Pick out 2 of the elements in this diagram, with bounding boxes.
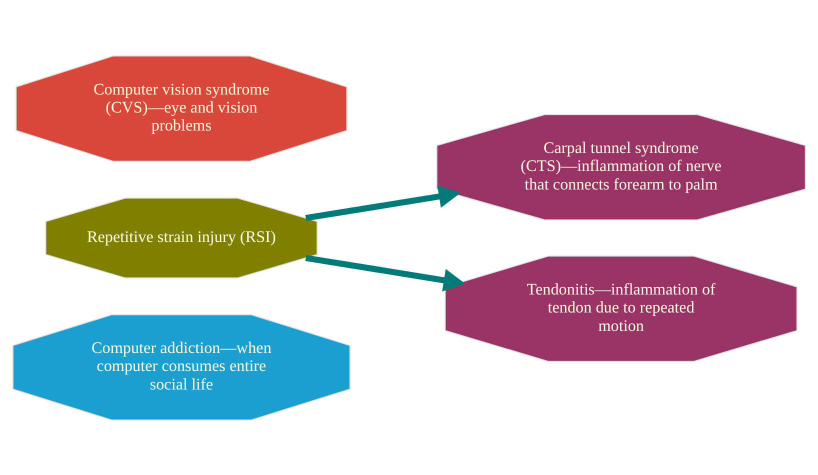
arrow	[305, 184, 460, 221]
arrow	[305, 254, 466, 292]
